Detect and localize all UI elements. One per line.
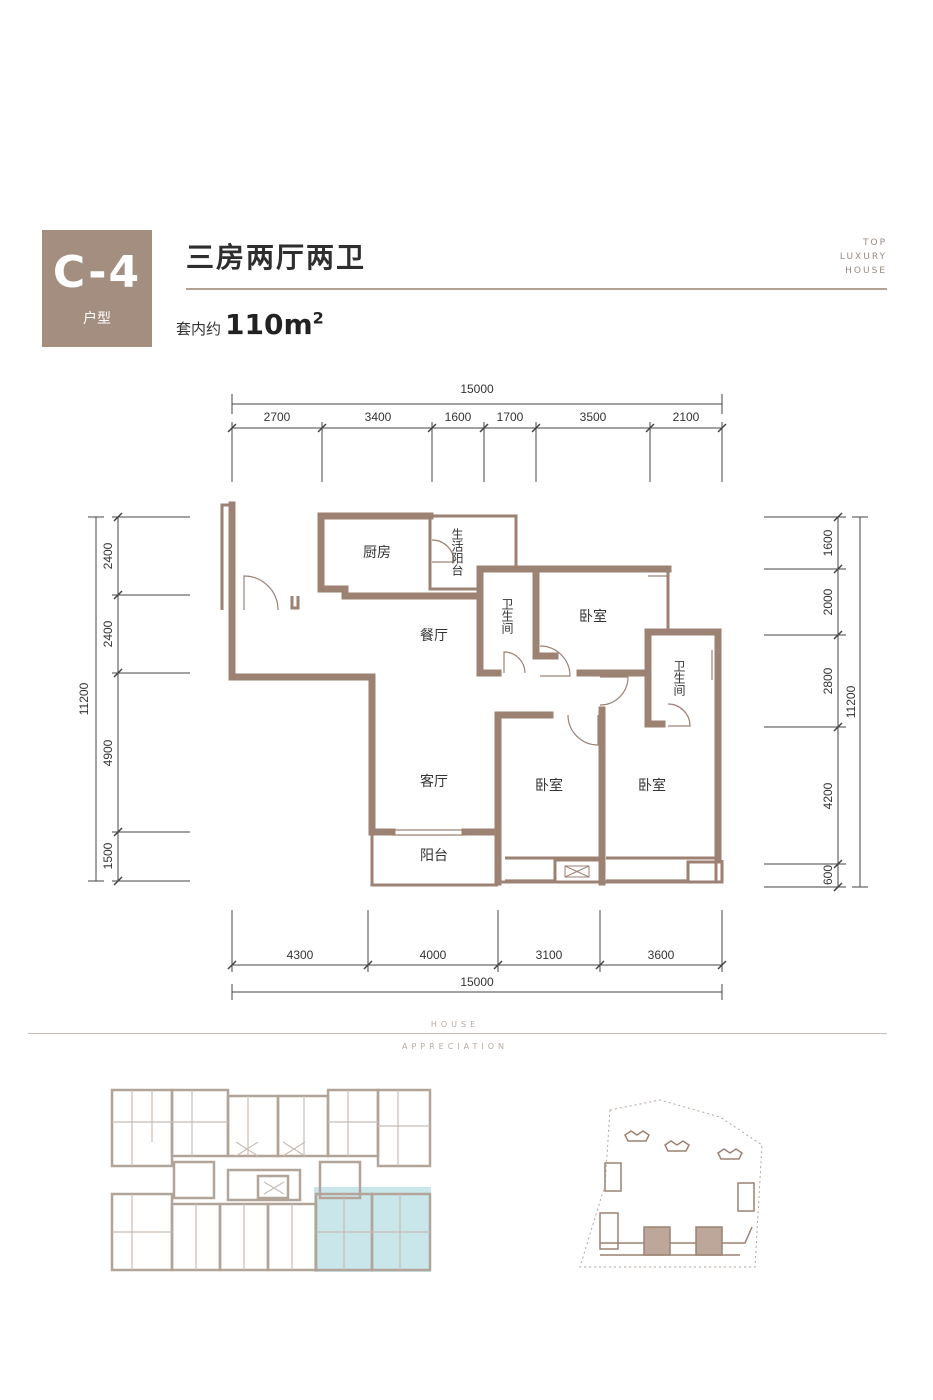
dim-top-1: 2700 <box>264 410 291 424</box>
section-divider <box>28 1033 887 1034</box>
brand-line-1: TOP <box>862 238 887 248</box>
dim-right-1: 1600 <box>821 529 835 556</box>
doors <box>243 539 691 746</box>
walls <box>228 501 722 886</box>
room-service-balcony: 生活阳台 <box>450 528 464 576</box>
dim-bottom-total: 15000 <box>460 975 494 989</box>
dim-left-2: 2400 <box>101 620 115 647</box>
area-unit-sup: 2 <box>312 308 324 328</box>
room-bath-1: 卫生间 <box>500 598 514 634</box>
dim-bottom-1: 4300 <box>287 948 314 962</box>
room-bedroom-2: 卧室 <box>535 777 563 793</box>
dimension-lines <box>88 394 868 1000</box>
dim-left-3: 4900 <box>101 739 115 766</box>
unit-type-label: 户型 <box>83 311 111 327</box>
room-kitchen: 厨房 <box>363 544 391 560</box>
area-number: 110m <box>225 308 313 341</box>
dim-left-1: 2400 <box>101 542 115 569</box>
dim-right-3: 2800 <box>821 667 835 694</box>
room-bedroom-1: 卧室 <box>579 608 607 624</box>
dim-left-4: 1500 <box>101 842 115 869</box>
dim-right-4: 4200 <box>821 782 835 809</box>
dim-top-total: 15000 <box>460 382 494 396</box>
room-dining: 餐厅 <box>420 627 448 643</box>
page-title: 三房两厅两卫 <box>186 241 367 274</box>
dim-right-total: 11200 <box>844 685 858 718</box>
windows <box>392 575 713 881</box>
brand-mark: TOP LUXURY HOUSE <box>830 236 887 278</box>
site-boundary <box>579 1099 763 1268</box>
room-bedroom-3: 卧室 <box>638 777 666 793</box>
vertical-room-labels: 生活阳台 卫生间 卫生间 <box>450 528 686 696</box>
dim-bottom-2: 4000 <box>420 948 447 962</box>
room-living: 客厅 <box>420 773 448 789</box>
dim-bottom-4: 3600 <box>648 948 675 962</box>
unit-code: C-4 <box>52 247 142 298</box>
dimension-labels: 15000 2700 3400 1600 1700 3500 2100 4300… <box>77 382 858 989</box>
title-divider <box>186 288 887 290</box>
area-label: 套内约 <box>176 320 222 338</box>
dim-top-5: 3500 <box>580 410 607 424</box>
thin-walls <box>220 503 724 887</box>
floor-plan: 15000 2700 3400 1600 1700 3500 2100 4300… <box>77 382 868 1000</box>
room-labels: 厨房 餐厅 卧室 客厅 卧室 卧室 阳台 <box>363 544 666 863</box>
dim-top-6: 2100 <box>673 410 700 424</box>
room-bath-2: 卫生间 <box>672 660 686 696</box>
brand-line-3: HOUSE <box>845 266 887 276</box>
dim-top-3: 1600 <box>445 410 472 424</box>
room-balcony: 阳台 <box>420 847 448 863</box>
dim-top-2: 3400 <box>365 410 392 424</box>
unit-badge: C-4 户型 <box>42 230 152 347</box>
dim-right-5: 600 <box>821 865 835 885</box>
dim-bottom-3: 3100 <box>536 948 563 962</box>
dim-top-4: 1700 <box>497 410 524 424</box>
area-value: 110m2 <box>225 308 324 341</box>
caption-house: HOUSE <box>430 1020 480 1029</box>
building-key-plan <box>110 1088 432 1272</box>
dim-right-2: 2000 <box>821 588 835 615</box>
brand-line-2: LUXURY <box>839 252 887 262</box>
site-plan <box>579 1099 763 1268</box>
shaft-mark <box>564 865 590 878</box>
caption-appreciation: APPRECIATION <box>401 1042 509 1051</box>
dim-left-total: 11200 <box>77 682 91 715</box>
